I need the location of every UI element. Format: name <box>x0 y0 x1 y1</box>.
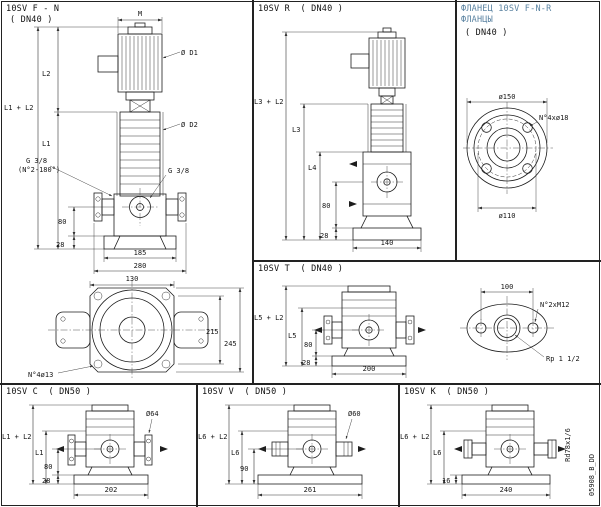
dim-n2xm12: N°2xM12 <box>540 301 570 309</box>
divider-bottom-row <box>0 383 601 385</box>
panel-title-fn-line2: ( DN40 ) <box>10 15 53 25</box>
dim-200: 200 <box>363 365 376 373</box>
dim-80: 80 <box>304 341 312 349</box>
panel-10sv-f-n: M Ø D1 Ø D2 L1 + L2 L2 L1 80 28 <box>0 0 252 383</box>
panel-title-flange-line3: ( DN40 ) <box>465 28 508 38</box>
fn-flange-plan <box>48 280 216 380</box>
dim-l4: L4 <box>308 164 316 172</box>
dim-l1: L1 <box>42 140 50 148</box>
dim-l3: L3 <box>292 126 300 134</box>
dim-l1l2: L1 + L2 <box>2 433 32 441</box>
fn-pump-outline <box>93 22 187 250</box>
panel-title-t: 10SV T ( DN40 ) <box>258 264 344 274</box>
panel-title-c: 10SV C ( DN50 ) <box>6 387 92 397</box>
v-drawing: L6 + L2 L6 90 261 Ø60 <box>198 404 366 499</box>
dim-g38-left-note: (N°2-180°) <box>18 166 60 174</box>
dim-l6: L6 <box>231 449 239 457</box>
c-dimensions: L1 + L2 L1 80 28 202 Ø64 <box>2 404 159 499</box>
divider-c-v <box>196 383 198 507</box>
dim-261: 261 <box>304 486 317 494</box>
dim-n4o13: N°4ø13 <box>28 371 53 379</box>
t-dimensions: L5 + L2 L5 80 28 200 <box>254 285 407 378</box>
dim-16: 16 <box>442 477 450 485</box>
dim-l6l2: L6 + L2 <box>198 433 228 441</box>
flange-outline <box>463 102 553 194</box>
fn-dimensions: M Ø D1 Ø D2 L1 + L2 L2 L1 80 28 <box>4 10 198 274</box>
dim-l2: L2 <box>42 70 50 78</box>
dim-100: 100 <box>501 283 514 291</box>
dim-g38-left: G 3/8 <box>26 157 47 165</box>
c-pump-outline <box>56 404 168 485</box>
dim-m: M <box>138 10 142 18</box>
panel-10sv-v: L6 + L2 L6 90 261 Ø60 10SV V ( DN50 ) <box>196 383 398 507</box>
dim-l6: L6 <box>433 449 441 457</box>
panel-10sv-k: L6 + L2 L6 16 240 Rd78x1/6 05908_B_DD 10… <box>398 383 601 507</box>
dim-90: 90 <box>240 465 248 473</box>
dim-130: 130 <box>126 275 139 283</box>
r-pump-outline <box>349 27 422 241</box>
flange-dn40-drawing: ø150 ø110 N°4xø18 <box>463 93 569 220</box>
fn-drawing: M Ø D1 Ø D2 L1 + L2 L2 L1 80 28 <box>4 10 244 380</box>
dim-d150: ø150 <box>499 93 516 101</box>
dim-202: 202 <box>105 486 118 494</box>
panel-10sv-c: L1 + L2 L1 80 28 202 Ø64 10SV C ( DN50 ) <box>0 383 196 507</box>
dim-l1: L1 <box>35 449 43 457</box>
divider-left-mid <box>252 0 254 383</box>
dim-28: 28 <box>320 232 328 240</box>
dim-185: 185 <box>134 249 147 257</box>
t-pump-outline <box>314 285 426 367</box>
panel-title-r: 10SV R ( DN40 ) <box>258 4 344 14</box>
fn-flange-dimensions: 130 215 245 N°4ø13 <box>28 275 244 379</box>
dim-d1: Ø D1 <box>181 49 198 57</box>
dim-280: 280 <box>134 262 147 270</box>
dim-215: 215 <box>206 328 219 336</box>
panel-title-k: 10SV K ( DN50 ) <box>404 387 490 397</box>
dim-l6l2: L6 + L2 <box>400 433 430 441</box>
panel-10sv-r: L3 + L2 L3 L4 80 28 140 10SV R ( DN40 ) <box>252 0 455 260</box>
divider-mid-right <box>455 0 457 260</box>
dim-d2: Ø D2 <box>181 121 198 129</box>
dim-l3l2: L3 + L2 <box>254 98 284 106</box>
dim-245: 245 <box>224 340 237 348</box>
dim-28: 28 <box>56 241 64 249</box>
dim-28: 28 <box>302 359 310 367</box>
dim-port-o64: Ø64 <box>146 410 159 418</box>
sheet-number: 05908_B_DD <box>588 454 596 496</box>
dim-port-o60: Ø60 <box>348 410 361 418</box>
dim-rp112: Rp 1 1/2 <box>546 355 580 363</box>
panel-title-v: 10SV V ( DN50 ) <box>202 387 288 397</box>
dim-240: 240 <box>500 486 513 494</box>
flange-dimensions: ø150 ø110 N°4xø18 <box>466 93 569 220</box>
dim-28: 28 <box>42 477 50 485</box>
dim-d110: ø110 <box>499 212 516 220</box>
k-drawing: L6 + L2 L6 16 240 Rd78x1/6 05908_B_DD <box>400 404 596 499</box>
t-drawing: L5 + L2 L5 80 28 200 100 N°2xM12 <box>254 283 580 378</box>
dim-l5: L5 <box>288 332 296 340</box>
dim-80: 80 <box>322 202 330 210</box>
panel-title-flange-line2: ФЛАНЦЫ <box>461 15 493 25</box>
dim-80: 80 <box>58 218 66 226</box>
k-pump-outline <box>454 404 566 485</box>
r-drawing: L3 + L2 L3 L4 80 28 140 <box>254 27 422 252</box>
c-drawing: L1 + L2 L1 80 28 202 Ø64 <box>2 404 168 499</box>
panel-title-fn-line1: 10SV F - N <box>6 4 60 14</box>
panel-flange-dn40: ø150 ø110 N°4xø18 ФЛАНЕЦ 10SV F-N-R ФЛАН… <box>455 0 601 260</box>
r-dimensions: L3 + L2 L3 L4 80 28 140 <box>254 31 422 252</box>
panel-title-flange-line1: ФЛАНЕЦ 10SV F-N-R <box>461 4 552 14</box>
dim-l5l2: L5 + L2 <box>254 314 284 322</box>
v-dimensions: L6 + L2 L6 90 261 Ø60 <box>198 404 363 499</box>
dim-n4xo18: N°4xø18 <box>539 114 569 122</box>
t-oval-flange <box>460 296 554 360</box>
dim-port-rd78: Rd78x1/6 <box>564 428 572 462</box>
panel-10sv-t: L5 + L2 L5 80 28 200 100 N°2xM12 <box>252 260 601 383</box>
divider-v-k <box>398 383 400 507</box>
dim-140: 140 <box>381 239 394 247</box>
t-oval-flange-dimensions: 100 N°2xM12 Rp 1 1/2 <box>480 283 580 363</box>
divider-r-t <box>252 260 601 262</box>
dim-g38-right: G 3/8 <box>168 167 189 175</box>
dim-80: 80 <box>44 463 52 471</box>
dim-l1l2: L1 + L2 <box>4 104 34 112</box>
k-dimensions: L6 + L2 L6 16 240 Rd78x1/6 05908_B_DD <box>400 404 596 499</box>
